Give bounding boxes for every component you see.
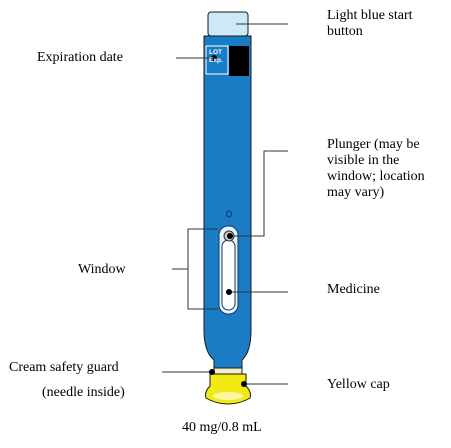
label-needle-inside: (needle inside): [42, 385, 125, 400]
safety-guard: [213, 367, 243, 375]
label-expiration: Expiration date: [37, 50, 123, 65]
label-safety-guard: Cream safety guard: [9, 360, 119, 375]
dot-expiration: [211, 55, 217, 61]
leader-plunger: [233, 150, 288, 237]
label-start-button: Light blue start button: [327, 8, 413, 39]
label-plunger: Plunger (may be visible in the window; l…: [327, 137, 425, 200]
cap-highlight: [213, 392, 243, 400]
leader-window-bracket: [187, 228, 218, 310]
lot-text: LOT: [209, 49, 222, 56]
label-medicine: Medicine: [327, 282, 380, 297]
exp-text: Exp.: [209, 57, 223, 64]
black-label-block: [229, 46, 249, 76]
dose-label: 40 mg/0.8 mL: [182, 420, 262, 435]
window-marker: [226, 210, 232, 218]
medicine-window: [221, 239, 236, 311]
label-yellow-cap: Yellow cap: [327, 377, 390, 392]
dot-safety-guard: [209, 369, 215, 375]
lot-exp-box: [205, 45, 229, 75]
dot-plunger: [227, 233, 233, 239]
label-window: Window: [78, 262, 126, 277]
dot-yellow-cap: [241, 381, 247, 387]
dot-medicine: [226, 289, 232, 295]
pen-body: [203, 35, 252, 369]
